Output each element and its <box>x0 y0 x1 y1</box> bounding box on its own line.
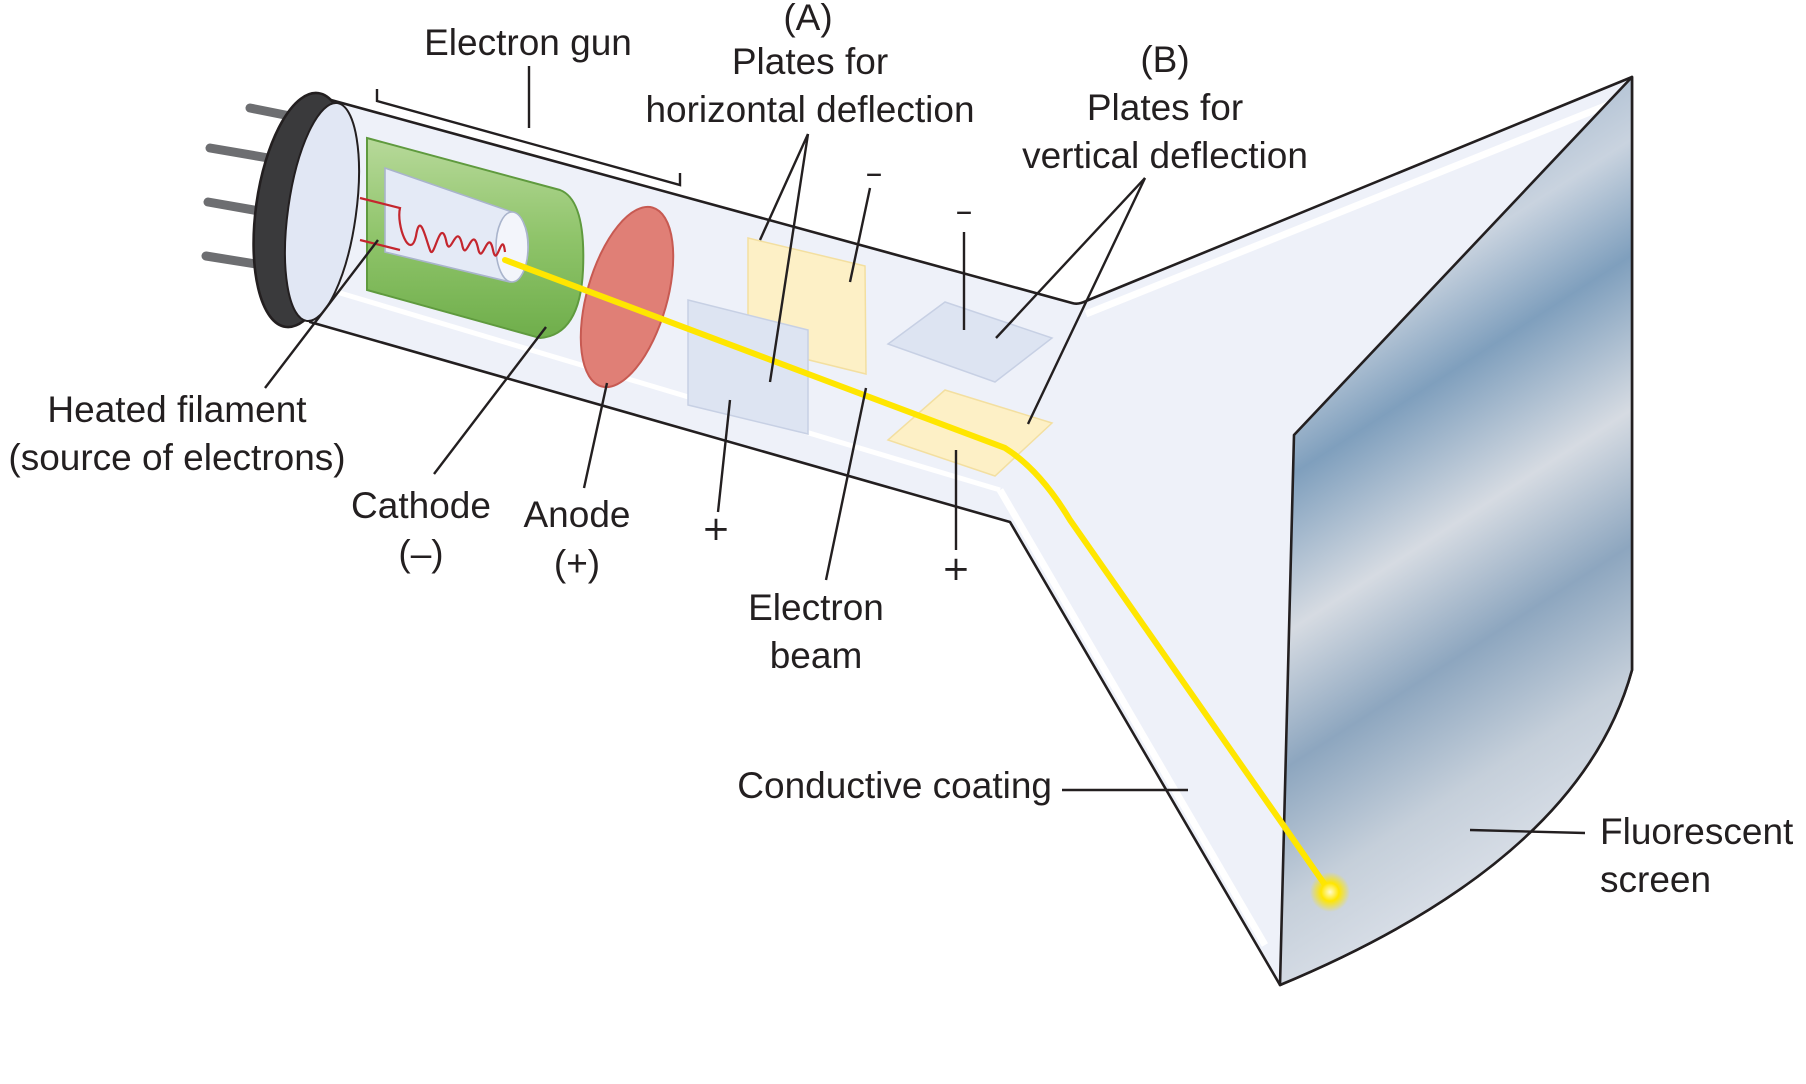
sign-b-plus: + <box>942 549 971 589</box>
label-plates-b-letter: (B) <box>1140 39 1189 80</box>
sign-b-minus: – <box>956 191 973 231</box>
screen-leader <box>1469 828 1586 835</box>
sign-a-minus: – <box>866 153 883 193</box>
label-screen-line1: Fluorescent <box>1600 811 1794 852</box>
label-plates-a-line2: horizontal deflection <box>645 89 974 130</box>
plate-a-plus-leader <box>716 399 732 513</box>
anode-leader <box>582 382 609 489</box>
label-plates-b-line2: vertical deflection <box>1022 135 1308 176</box>
plates-b-leader-2 <box>1026 177 1147 425</box>
beam-spot <box>1310 872 1350 912</box>
electron-gun-graphic <box>359 136 585 340</box>
label-beam-line1: Electron <box>748 587 884 628</box>
plate-b-top <box>886 301 1054 383</box>
beam-path <box>502 257 1333 895</box>
anode-disc <box>579 205 675 389</box>
label-anode-line1: Anode <box>524 494 631 535</box>
label-electron-gun: Electron gun <box>424 22 632 63</box>
beam-leader <box>824 387 868 581</box>
label-filament-line1: Heated filament <box>47 389 307 430</box>
tube-base <box>201 91 360 329</box>
plates-a-leader-1 <box>758 133 810 241</box>
electron-gun-bracket <box>375 89 682 187</box>
label-plates-a-letter: (A) <box>783 0 832 38</box>
label-screen-line2: screen <box>1600 859 1711 900</box>
label-plates-a-line1: Plates for <box>732 41 888 82</box>
plates-a-leader-2 <box>768 133 810 383</box>
label-cathode-line2: (–) <box>398 533 443 574</box>
label-plates-b-line1: Plates for <box>1087 87 1243 128</box>
label-coating: Conductive coating <box>737 765 1052 806</box>
sign-a-plus: + <box>702 509 731 549</box>
label-filament-line2: (source of electrons) <box>8 437 345 478</box>
filament-leader <box>264 239 379 389</box>
labels: Electron gun (A) Plates for horizontal d… <box>8 0 1794 900</box>
coating-rim-top <box>1084 94 1627 318</box>
plates-b-leader-1 <box>995 177 1146 339</box>
label-beam-line2: beam <box>770 635 863 676</box>
label-cathode-line1: Cathode <box>351 485 491 526</box>
tube-end-glass <box>284 101 360 323</box>
tube-inner-neck-bottom <box>329 287 1001 493</box>
label-anode-line2: (+) <box>554 543 600 584</box>
cathode-leader <box>433 326 547 475</box>
electron-beam-graphic <box>502 257 1350 912</box>
filament-coil <box>359 196 507 257</box>
leader-lines <box>264 66 1586 835</box>
coating-rim-bottom <box>996 488 1269 947</box>
pin-4 <box>201 251 267 270</box>
plate-a-minus-leader <box>848 187 872 283</box>
screen-face <box>1278 75 1634 987</box>
fluorescent-screen-graphic <box>1278 75 1634 987</box>
